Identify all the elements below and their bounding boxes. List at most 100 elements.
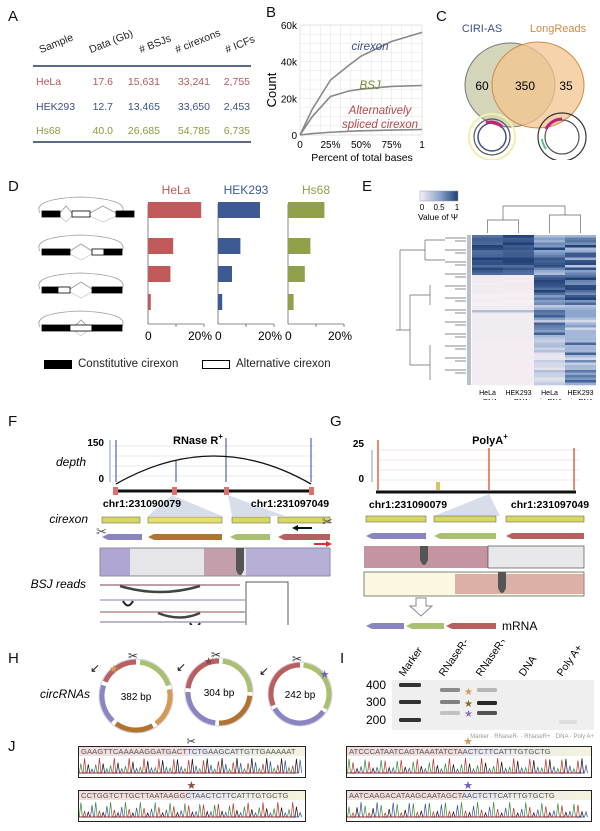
gel-band — [399, 718, 421, 722]
heatmap-cell — [472, 315, 503, 318]
splicing-pattern-0 — [38, 196, 135, 223]
col-header-data: Data (Gb) — [87, 27, 135, 56]
table-top-rule — [33, 65, 251, 67]
heatmap-cell — [503, 370, 534, 373]
constitutive-exon — [41, 286, 59, 294]
g-depth-peaks — [377, 440, 575, 490]
heatmap-cell — [503, 310, 534, 313]
bar-HeLa-2 — [148, 266, 171, 282]
y-tick-label: 40k — [281, 58, 298, 69]
heatmap-cell — [472, 375, 503, 378]
heatmap-cell — [565, 375, 596, 378]
heatmap-cell — [565, 237, 596, 241]
heatmap-cell — [503, 235, 534, 238]
panel-d-diagrams — [38, 196, 135, 337]
heatmap-cell — [565, 367, 596, 371]
column-label-line1: HeLa — [541, 390, 558, 397]
heatmap-cell — [503, 317, 534, 321]
panel-g-locus-polya: PolyA+ 25 0 chr1:231090079 chr1:23109704… — [353, 432, 589, 633]
heatmap-cell — [472, 345, 503, 348]
gel-band — [440, 688, 460, 692]
heatmap-cell — [534, 295, 565, 298]
heatmap-cell — [534, 235, 565, 238]
zoom-wedge-1 — [148, 495, 222, 516]
star-icon: ★ — [204, 656, 214, 668]
heatmap-cell — [503, 312, 534, 316]
heatmap-cell — [534, 265, 565, 268]
alternative-exon — [71, 210, 91, 218]
heatmap-cell — [534, 290, 565, 293]
scissors-icon-left: ✂ — [96, 524, 107, 539]
panel-f-locus-rnaser: RNase R+ 150 0 depth chr1:231090079 chr1… — [31, 432, 333, 625]
panel-f-title: RNase R+ — [173, 432, 223, 447]
star-icon: ★ — [464, 687, 473, 698]
cell-sample: HeLa — [36, 76, 62, 88]
column-label-line2: mRNA — [508, 399, 529, 400]
size-label: 300 — [366, 695, 386, 709]
exon-arrows — [102, 534, 330, 540]
circrna-1: ✂304 bp★↙ — [176, 648, 254, 727]
panel-label-a: A — [8, 8, 19, 25]
heatmap-cell — [565, 240, 596, 243]
heatmap-cell — [503, 307, 534, 311]
y-tick-label: 20k — [281, 94, 298, 105]
heatmap-cell — [472, 285, 503, 288]
heatmap-cell — [503, 295, 534, 298]
heatmap-cell — [534, 330, 565, 333]
venn-circle-right — [491, 41, 585, 129]
panel-b-chart: Count Percent of total bases 020k40k60k0… — [264, 21, 425, 164]
series-label-bsj: BSJ — [359, 80, 380, 92]
lane-label: Marker — [397, 645, 426, 679]
heatmap-cell — [503, 330, 534, 333]
bsj-read-rows — [100, 581, 289, 625]
gel-band — [399, 683, 421, 687]
heatmap-cell — [534, 350, 565, 353]
cell-data: 12.7 — [92, 101, 113, 113]
heatmap-cell — [534, 302, 565, 306]
heatmap-cell — [565, 262, 596, 266]
heatmap-cell — [503, 367, 534, 371]
heatmap-cell — [503, 250, 534, 253]
depth-gridlines — [112, 445, 314, 477]
bar-HEK293-0 — [218, 202, 260, 218]
heatmap-cell — [565, 325, 596, 328]
heatmap-cell — [565, 320, 596, 323]
heatmap-cell — [565, 357, 596, 361]
heatmap-cell — [503, 320, 534, 323]
column-dendrogram — [487, 205, 581, 233]
heatmap-cell — [503, 277, 534, 281]
heatmap-cell — [472, 242, 503, 246]
circrna-2: ✂242 bp★↙ — [259, 652, 333, 727]
trace — [79, 801, 302, 818]
heatmap-cell — [565, 257, 596, 261]
heatmap-cell — [472, 245, 503, 248]
column-label-line1: HEK293 — [567, 390, 593, 397]
heatmap-cell — [534, 270, 565, 273]
heatmap-cell — [534, 282, 565, 286]
heatmap-cell — [565, 350, 596, 353]
lane-label: DNA — [517, 654, 540, 679]
exon-segment — [139, 659, 171, 687]
heatmap-cell — [534, 250, 565, 253]
heatmap-cell — [565, 290, 596, 293]
heatmap-cell — [565, 355, 596, 358]
alternative-exon — [69, 324, 93, 332]
colorbar-tick-1: 1 — [455, 203, 460, 212]
heatmap-cell — [503, 240, 534, 243]
bar-HeLa-1 — [148, 238, 174, 254]
lane-key-name: RNaseR — [494, 734, 517, 740]
heatmap-cell — [503, 352, 534, 356]
heatmap-cell — [565, 280, 596, 283]
heatmap-cell — [534, 317, 565, 321]
heatmap-cell — [534, 255, 565, 258]
backsplice-arc — [115, 455, 312, 485]
heatmap-cell — [534, 312, 565, 316]
heatmap-cell — [565, 335, 596, 338]
exon-segment — [99, 684, 115, 723]
heatmap-cell — [503, 267, 534, 271]
series-title-Hs68: Hs68 — [302, 183, 330, 197]
bar-Hs68-0 — [288, 202, 325, 218]
heatmap-cell — [565, 332, 596, 336]
heatmap-cell — [503, 265, 534, 268]
primer-arrow-icon: ↙ — [176, 660, 186, 674]
